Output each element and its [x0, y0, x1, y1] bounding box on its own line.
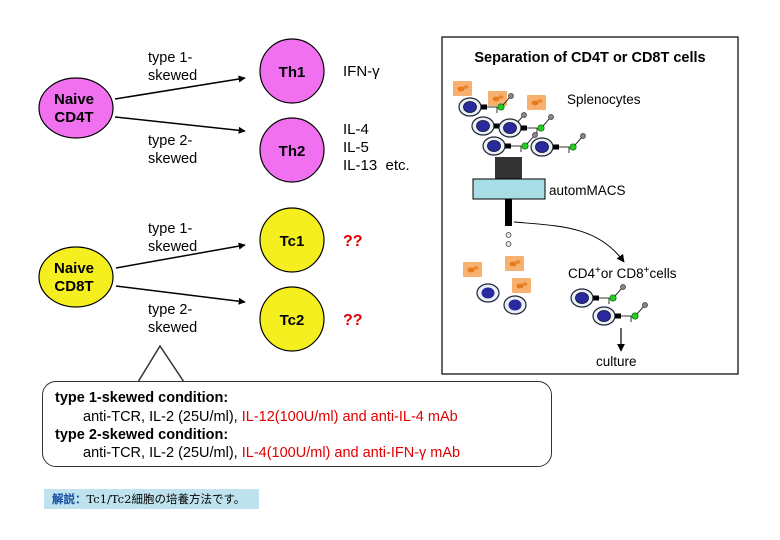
rbc-icon — [527, 95, 546, 110]
separation-panel-frame — [441, 36, 739, 375]
arrow-cd8-tc1 — [115, 242, 246, 269]
edge-label-cd8-type2-a: type 2- — [148, 302, 192, 318]
edge-label-cd4-type2-a: type 2- — [148, 133, 192, 149]
naive-cd8t-node — [38, 246, 114, 308]
th2-label: Th2 — [279, 143, 306, 160]
th1-node — [259, 38, 325, 104]
sorting-arrow — [513, 221, 625, 263]
type1-base-reagents: anti-TCR, IL-2 (25U/ml), — [83, 409, 242, 425]
naive-cd4t-label-2: CD4T — [54, 109, 93, 126]
naive-cd4t-node — [38, 77, 114, 139]
note-text: Tc1/Tc2細胞の培養方法です。 — [86, 492, 246, 506]
automacs-device — [472, 157, 546, 247]
nucleus-icon — [481, 287, 495, 299]
rbc-icon — [512, 278, 531, 293]
arrow-cd4-th2 — [114, 116, 246, 134]
type2-base-reagents: anti-TCR, IL-2 (25U/ml), — [83, 445, 242, 461]
edge-label-cd4-type1-a: type 1- — [148, 50, 192, 66]
negative-fraction — [463, 256, 531, 315]
th2-cytokine-il4: IL-4 — [343, 121, 369, 138]
column-icon — [472, 178, 546, 200]
arrow-cd4-th1 — [114, 75, 246, 100]
tc2-label: Tc2 — [280, 312, 305, 329]
note-label: 解説： — [52, 492, 87, 506]
droplet-icon — [505, 241, 512, 247]
naive-cd8t-label-2: CD8T — [54, 278, 93, 295]
type1-condition-text: anti-TCR, IL-2 (25U/ml), IL-12(100U/ml) … — [83, 409, 458, 425]
automacs-label: automMACS — [549, 183, 626, 198]
arrow-cd8-tc2 — [115, 285, 246, 305]
th2-node — [259, 117, 325, 183]
type2-condition-heading: type 2-skewed condition: — [55, 427, 229, 443]
separation-panel: Separation of CD4T or CD8T cells Splenoc… — [441, 36, 739, 375]
tc2-node — [259, 286, 325, 352]
explanation-note: 解説：Tc1/Tc2細胞の培養方法です。 — [44, 489, 260, 509]
edge-label-cd8-type1-b: skewed — [148, 239, 197, 255]
separation-panel-title: Separation of CD4T or CD8T cells — [474, 50, 705, 66]
splenocytes-label: Splenocytes — [567, 92, 641, 107]
edge-label-cd4-type1-b: skewed — [148, 68, 197, 84]
tc1-label: Tc1 — [280, 233, 305, 250]
rbc-icon — [463, 262, 482, 277]
th2-cytokine-il5: IL-5 — [343, 139, 369, 156]
rbc-icon — [505, 256, 524, 271]
type1-condition-heading: type 1-skewed condition: — [55, 390, 229, 406]
edge-label-cd8-type1-a: type 1- — [148, 221, 192, 237]
callout-pointer — [137, 344, 185, 383]
conditions-box: type 1-skewed condition: anti-TCR, IL-2 … — [42, 381, 552, 467]
th2-cytokine-il13: IL-13 etc. — [343, 157, 410, 174]
sorted-cells-label: CD4+or CD8+cells — [568, 265, 677, 281]
type2-extra-reagents: IL-4(100U/ml) and anti-IFN-γ mAb — [241, 445, 461, 461]
nucleus-icon — [508, 299, 522, 311]
th1-label: Th1 — [279, 64, 306, 81]
rbc-icon — [453, 81, 472, 96]
edge-label-cd4-type2-b: skewed — [148, 151, 197, 167]
th1-cytokine-ifng: IFN-γ — [343, 63, 380, 80]
outlet-icon — [505, 199, 512, 226]
type1-extra-reagents: IL-12(100U/ml) and anti-IL-4 mAb — [241, 409, 458, 425]
cd8-pathways: Naive CD8T type 1- skewed type 2- skewed… — [38, 207, 363, 352]
tc1-node — [259, 207, 325, 273]
droplet-icon — [505, 232, 512, 238]
naive-cd8t-label-1: Naive — [54, 260, 94, 277]
tc1-unknown: ?? — [343, 233, 363, 250]
type2-condition-text: anti-TCR, IL-2 (25U/ml), IL-4(100U/ml) a… — [83, 445, 460, 461]
cd4-pathways: Naive CD4T type 1- skewed type 2- skewed… — [38, 38, 410, 183]
edge-label-cd8-type2-b: skewed — [148, 320, 197, 336]
tc2-unknown: ?? — [343, 312, 363, 329]
culture-label: culture — [596, 354, 637, 369]
naive-cd4t-label-1: Naive — [54, 91, 94, 108]
